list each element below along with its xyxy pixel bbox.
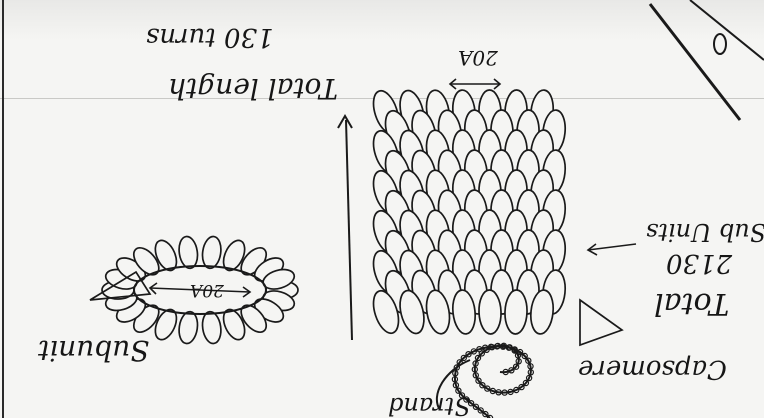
capsid-body bbox=[369, 88, 567, 337]
total-label: Total bbox=[654, 286, 729, 321]
top-scale-label: 20A bbox=[458, 46, 498, 70]
corner-tail-sketch bbox=[650, 0, 764, 120]
total-length-label: Total length bbox=[168, 72, 338, 105]
width-arrow bbox=[450, 79, 500, 89]
subunit-label: Subunit bbox=[38, 334, 149, 367]
capsid-wedge bbox=[580, 300, 622, 345]
subunit-petal bbox=[201, 310, 223, 344]
total-count-label: 2130 bbox=[666, 248, 732, 278]
subunit-petal bbox=[177, 235, 199, 269]
capsomere-petal bbox=[478, 290, 502, 335]
capsomere-label: Capsomere bbox=[578, 354, 727, 384]
strand-label: Strand bbox=[388, 392, 471, 418]
capsomere-petal bbox=[504, 290, 528, 335]
subunit-petal bbox=[201, 235, 223, 269]
length-arrow bbox=[338, 116, 352, 340]
turns-label: 130 turns bbox=[146, 22, 274, 52]
subunit-scale-label: 20A bbox=[190, 280, 224, 300]
total-units-label: Sub Units bbox=[646, 218, 764, 246]
subunit-petal bbox=[177, 310, 199, 344]
